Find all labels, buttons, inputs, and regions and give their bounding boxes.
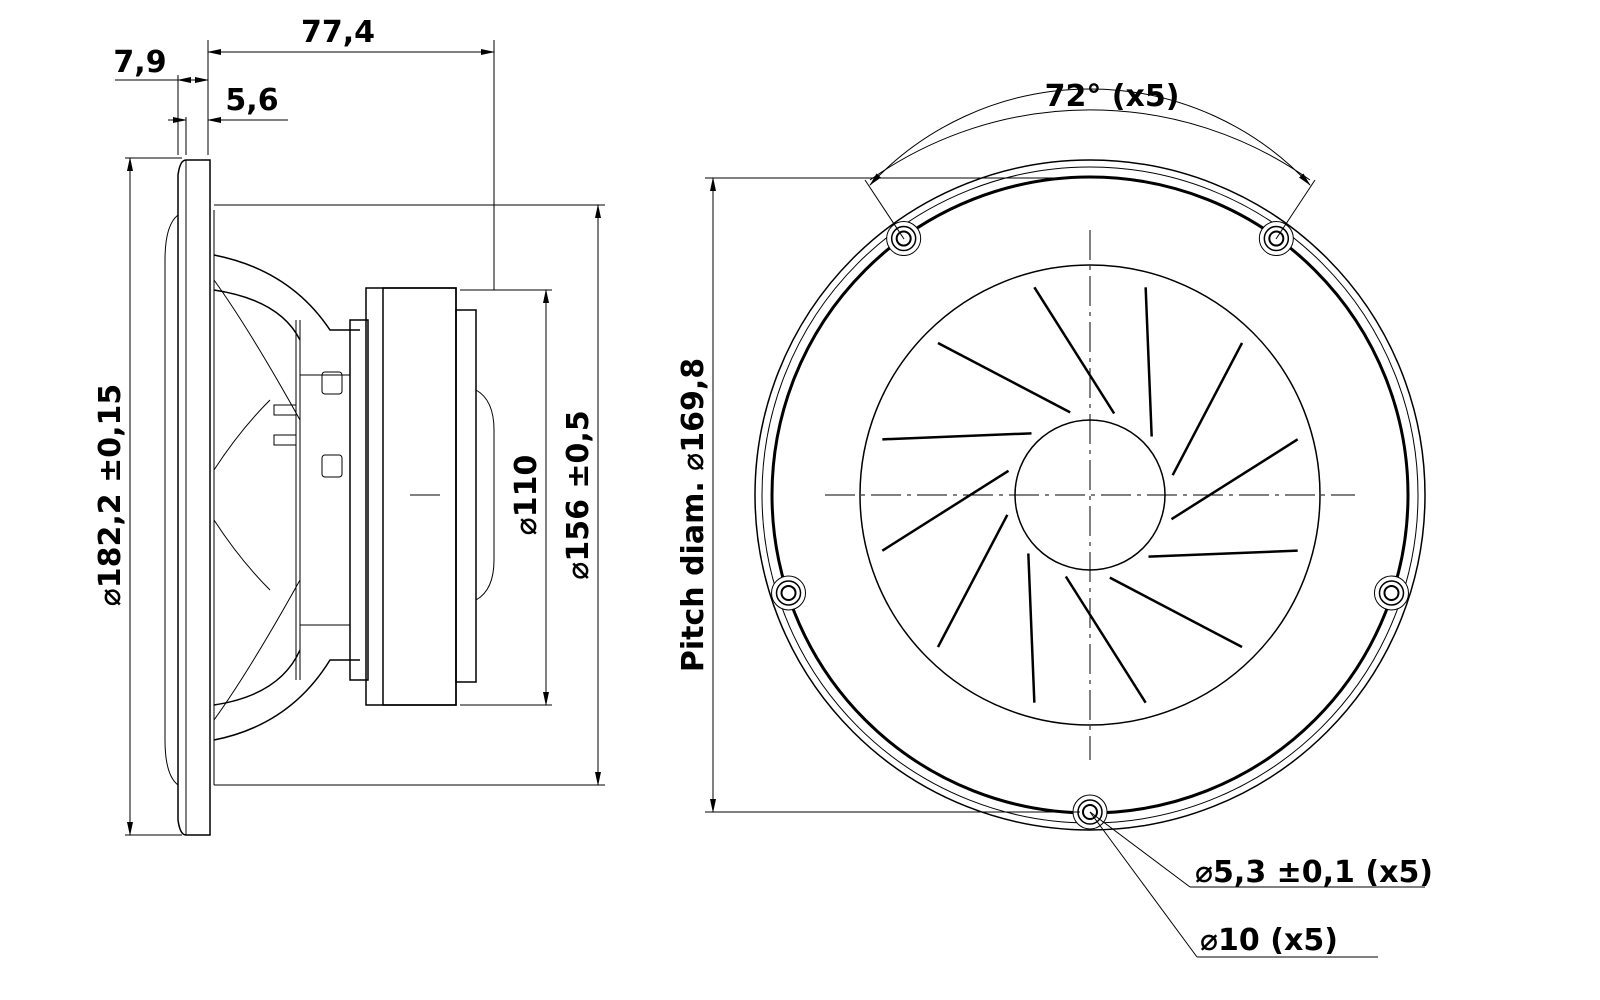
- cone-ribs: [881, 286, 1299, 704]
- front-view: 72° (x5) Pitch diam. ⌀169,8 ⌀5,3 ±0,1 (x…: [676, 79, 1433, 958]
- cone-rib: [1027, 553, 1036, 703]
- cone-rib: [1033, 286, 1116, 415]
- cone: [859, 264, 1321, 726]
- cone-rib: [936, 514, 1009, 648]
- basket-diameter-label: ⌀156 ±0,5: [561, 410, 596, 579]
- depth-total-label: 77,4: [301, 15, 375, 50]
- side-view: 77,4 7,9 5,6 ⌀182,2 ±0,15 ⌀110 ⌀156 ±0,5: [93, 15, 605, 836]
- cone-rib: [937, 341, 1071, 414]
- hole-diameter-label: ⌀5,3 ±0,1 (x5): [1195, 855, 1433, 890]
- magnet-diameter-label: ⌀110: [509, 455, 544, 536]
- magnet: [349, 287, 495, 706]
- basket: [213, 254, 360, 741]
- cone-rib: [1144, 287, 1153, 437]
- frame-flange: [177, 159, 211, 836]
- outer-frame: [754, 159, 1426, 831]
- cone-rib: [881, 469, 1010, 552]
- cone-rib: [1171, 342, 1244, 476]
- mounting-hole: [1383, 584, 1400, 601]
- pitch-diameter-label: Pitch diam. ⌀169,8: [676, 358, 711, 672]
- cone-rib: [1148, 549, 1298, 558]
- cone-rib: [1109, 576, 1243, 649]
- cone-rib: [1064, 575, 1147, 704]
- hole-angle-label: 72° (x5): [1045, 79, 1180, 114]
- counterbore-diameter-label: ⌀10 (x5): [1200, 923, 1338, 958]
- cone-rib: [1170, 438, 1299, 521]
- mounting-hole: [780, 584, 797, 601]
- outer-diameter-label: ⌀182,2 ±0,15: [93, 384, 128, 607]
- flange-plate-label: 5,6: [225, 83, 278, 118]
- flange-thickness-label: 7,9: [113, 45, 166, 80]
- cone-rib: [882, 432, 1032, 441]
